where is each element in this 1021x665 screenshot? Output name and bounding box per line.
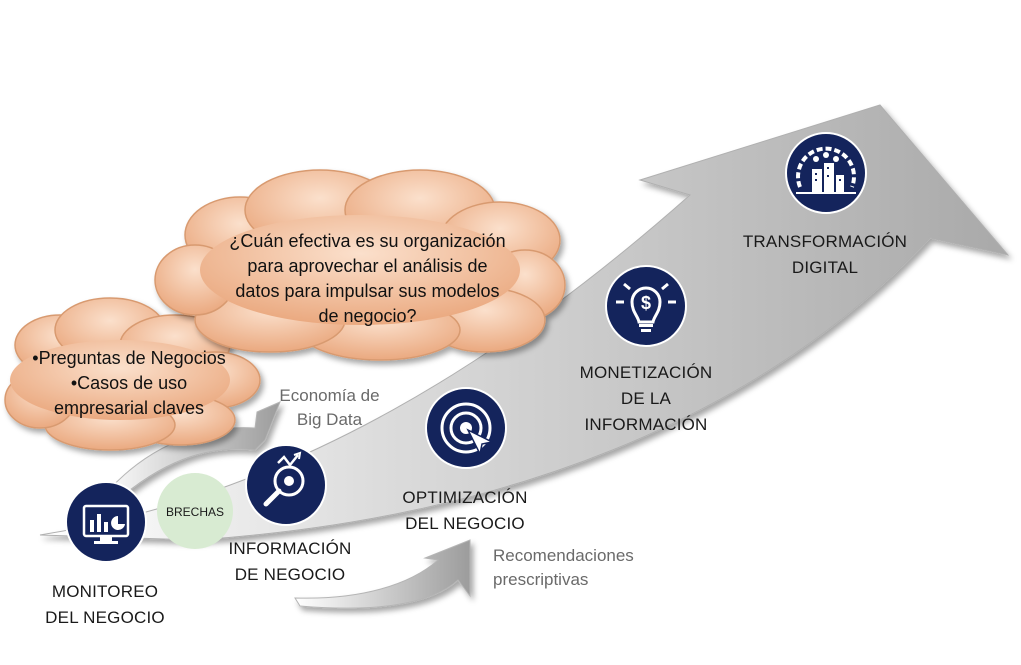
cloud-business-questions bbox=[4, 297, 261, 451]
magnifier-lightbulb-icon bbox=[245, 444, 327, 526]
main-question-text: ¿Cuán efectiva es su organización para a… bbox=[215, 229, 520, 329]
recommendations-line: prescriptivas bbox=[493, 570, 589, 589]
stage-label-line: OPTIMIZACIÓN bbox=[402, 488, 528, 507]
brechas-label: BRECHAS bbox=[165, 505, 224, 519]
stage-label-line: TRANSFORMACIÓN bbox=[742, 232, 908, 251]
big-data-line: Economía de bbox=[279, 386, 380, 405]
stage-label-digital-transformation: TRANSFORMACIÓN DIGITAL bbox=[730, 229, 920, 281]
business-questions-line: •Preguntas de Negocios bbox=[32, 348, 226, 368]
stage-label-line: DIGITAL bbox=[791, 258, 859, 277]
main-question-line: para aprovechar el análisis de bbox=[247, 256, 488, 276]
main-question-line: ¿Cuán efectiva es su organización bbox=[229, 231, 506, 251]
recommendations-line: Recomendaciones bbox=[493, 546, 634, 565]
stage-label-business-info: INFORMACIÓN DE NEGOCIO bbox=[205, 536, 375, 588]
recommendations-annotation: Recomendaciones prescriptivas bbox=[493, 544, 663, 592]
stage-label-line: INFORMACIÓN bbox=[584, 415, 708, 434]
stage-label-line: DE NEGOCIO bbox=[234, 565, 346, 584]
stage-label-monitoring: MONITOREO DEL NEGOCIO bbox=[25, 579, 185, 631]
stage-label-line: DE LA bbox=[620, 389, 672, 408]
stage-label-monetization: MONETIZACIÓN DE LA INFORMACIÓN bbox=[566, 360, 726, 438]
stage-label-line: INFORMACIÓN bbox=[228, 539, 352, 558]
business-questions-line: •Casos de uso bbox=[70, 373, 188, 393]
monitor-chart-icon bbox=[65, 481, 147, 563]
main-question-line: datos para impulsar sus modelos bbox=[235, 281, 500, 301]
city-gear-icon bbox=[785, 132, 867, 214]
recommendations-arrow bbox=[294, 539, 471, 609]
big-data-arrow bbox=[99, 401, 281, 506]
stage-label-line: MONITOREO bbox=[51, 582, 159, 601]
stage-label-optimization: OPTIMIZACIÓN DEL NEGOCIO bbox=[385, 485, 545, 537]
main-question-line: de negocio? bbox=[318, 306, 417, 326]
svg-text:$: $ bbox=[641, 293, 651, 313]
stage-label-line: DEL NEGOCIO bbox=[405, 514, 525, 533]
stage-label-line: DEL NEGOCIO bbox=[45, 608, 165, 627]
business-questions-text: •Preguntas de Negocios •Casos de uso emp… bbox=[14, 346, 244, 421]
lightbulb-dollar-icon: $ bbox=[605, 265, 687, 347]
brechas-circle bbox=[157, 473, 233, 549]
big-data-line: Big Data bbox=[296, 410, 363, 429]
stage-label-line: MONETIZACIÓN bbox=[579, 363, 713, 382]
big-data-annotation: Economía de Big Data bbox=[262, 384, 397, 432]
cloud-main-question bbox=[154, 169, 566, 361]
target-cursor-icon bbox=[425, 387, 507, 469]
business-questions-line: empresarial claves bbox=[53, 398, 205, 418]
